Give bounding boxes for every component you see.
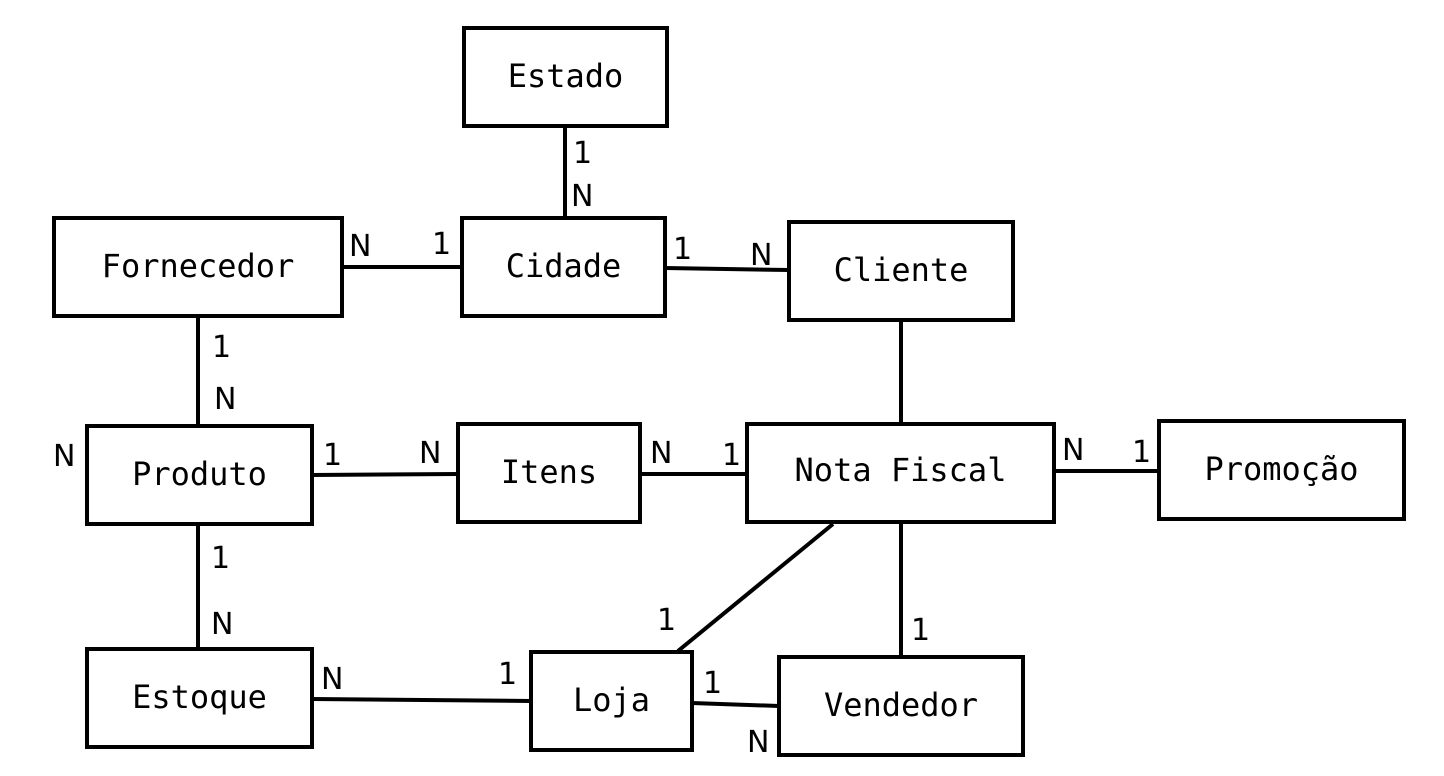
cardinality-label: 1 [212,330,231,365]
line-nota-fiscal-loja [676,522,835,653]
entity-cliente: Cliente [787,220,1015,322]
cardinality-label: 1 [432,227,451,262]
line-produto-itens [311,472,459,477]
entity-nota-fiscal-label: Nota Fiscal [795,451,1007,489]
entity-loja-label: Loja [573,681,650,719]
cardinality-label: N [53,439,75,474]
entity-estado: Estado [462,26,669,128]
cardinality-label: 1 [323,438,342,473]
cardinality-label: N [750,238,772,273]
cardinality-label: N [747,725,769,760]
cardinality-label: 1 [657,603,676,638]
cardinality-label: N [349,229,371,264]
cardinality-label: N [321,662,343,697]
cardinality-label: N [419,436,441,471]
cardinality-label: 1 [1132,435,1151,470]
cardinality-label: 1 [498,657,517,692]
cardinality-label: 1 [573,136,592,171]
cardinality-label: N [571,179,593,214]
entity-loja: Loja [529,650,694,752]
cardinality-label: 1 [703,666,722,701]
entity-cidade: Cidade [460,216,667,318]
line-cidade-cliente [664,266,790,272]
entity-fornecedor: Fornecedor [52,216,344,318]
entity-cliente-label: Cliente [834,251,969,289]
line-estoque-loja [311,697,532,703]
cardinality-label: N [1062,433,1084,468]
entity-loja-box [529,650,694,752]
cardinality-label: N [211,607,233,642]
entity-estado-label: Estado [508,57,624,95]
entity-itens-label: Itens [501,453,597,491]
entity-estoque-box [85,647,314,749]
entity-produto-box [85,424,314,526]
entity-nota-fiscal: Nota Fiscal [745,422,1056,524]
cardinality-label: 1 [211,541,230,576]
entity-itens-box [456,422,642,524]
entity-nota-fiscal-box [745,422,1056,524]
cardinality-labels: 1 N N 1 1 N 1 N N 1 N N 1 N 1 1 N N 1 1 … [53,136,1151,760]
entity-vendedor-label: Vendedor [824,686,978,724]
entity-promocao-box [1157,419,1406,521]
entity-promocao: Promoção [1157,419,1406,521]
entity-fornecedor-label: Fornecedor [102,247,295,285]
entity-promocao-label: Promoção [1204,450,1358,488]
cardinality-label: N [650,436,672,471]
entity-estoque: Estoque [85,647,314,749]
cardinality-label: 1 [722,438,741,473]
entity-produto-label: Produto [132,455,267,493]
cardinality-label: 1 [673,232,692,267]
relationship-lines [196,126,1159,708]
entity-fornecedor-box [52,216,344,318]
entity-estoque-label: Estoque [132,678,267,716]
entity-vendedor: Vendedor [777,655,1025,757]
entity-itens: Itens [456,422,642,524]
entity-cidade-label: Cidade [506,247,622,285]
cardinality-label: 1 [911,613,930,648]
cardinality-label: N [214,382,236,417]
entity-vendedor-box [777,655,1025,757]
entity-produto: Produto [85,424,314,526]
line-loja-vendedor [691,701,780,708]
entity-estado-box [462,26,669,128]
entity-cidade-box [460,216,667,318]
entity-cliente-box [787,220,1015,322]
